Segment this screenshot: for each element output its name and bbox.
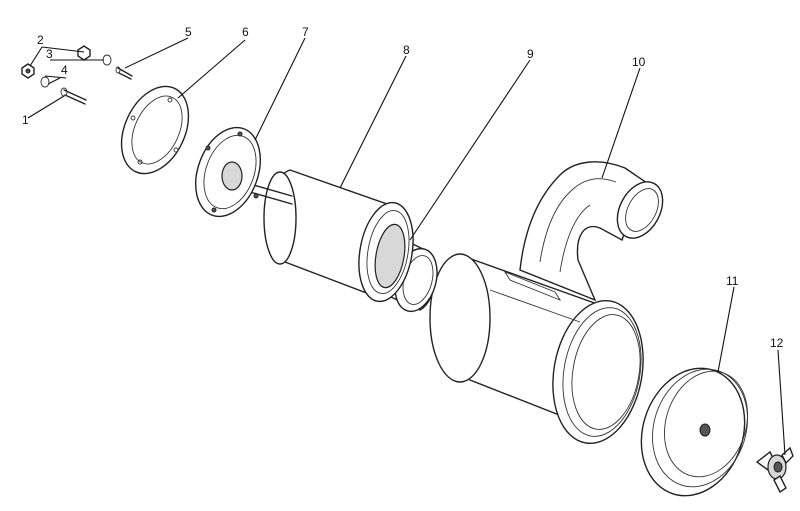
part-3-washer bbox=[40, 76, 50, 88]
callout-labels: 2 3 4 1 5 6 7 8 9 10 11 12 bbox=[22, 25, 784, 350]
callout-1: 1 bbox=[22, 113, 29, 127]
callout-3: 3 bbox=[46, 47, 53, 61]
part-8-filter-element bbox=[263, 169, 414, 303]
callout-6: 6 bbox=[242, 25, 249, 39]
leader-lines bbox=[27, 37, 786, 456]
callout-2: 2 bbox=[37, 33, 44, 47]
callout-11: 11 bbox=[726, 274, 739, 288]
callout-4: 4 bbox=[61, 63, 68, 77]
part-7-flange-with-rod bbox=[195, 126, 293, 218]
callout-12: 12 bbox=[770, 336, 784, 350]
callout-10: 10 bbox=[632, 55, 646, 69]
part-4-spring-washer bbox=[102, 54, 112, 66]
callout-8: 8 bbox=[403, 43, 410, 57]
callout-9: 9 bbox=[527, 47, 534, 61]
part-6-gasket bbox=[120, 85, 190, 175]
part-2-nut bbox=[21, 45, 91, 79]
part-12-wing-nut bbox=[755, 446, 794, 494]
part-10-housing-with-elbow bbox=[429, 161, 664, 445]
part-1-bolt bbox=[60, 87, 87, 105]
part-11-end-cover bbox=[640, 367, 748, 497]
part-5-stud bbox=[115, 66, 133, 80]
callout-5: 5 bbox=[185, 25, 192, 39]
callout-7: 7 bbox=[302, 25, 309, 39]
